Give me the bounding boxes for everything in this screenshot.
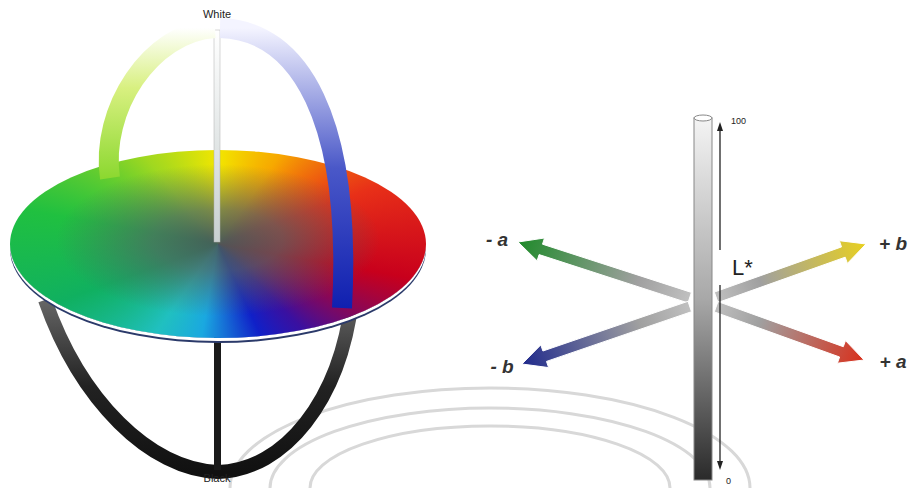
up-arrow [719, 128, 720, 250]
down-arrow [719, 285, 720, 464]
axis-label: + b [879, 233, 907, 255]
lab-axes [518, 115, 866, 480]
white-pole [214, 30, 220, 242]
tube-cap [694, 115, 712, 121]
blue-arc [220, 28, 343, 308]
lightness-tube [694, 118, 712, 480]
axis-label: - b [490, 356, 513, 378]
white-label: White [203, 8, 231, 20]
up-arrowhead [717, 122, 723, 131]
axis-arrow [522, 301, 692, 367]
green-arc [109, 28, 215, 178]
scale-min: 0 [726, 476, 731, 486]
axis-label: + a [880, 351, 907, 373]
down-arrowhead [717, 461, 723, 470]
axis-arrow [518, 238, 691, 303]
black-label: Black [204, 472, 231, 484]
lightness-label: L* [732, 255, 753, 281]
axis-arrow [714, 241, 866, 303]
axis-arrow [714, 302, 864, 364]
watermark-arcs [230, 388, 750, 488]
axis-label: - a [486, 229, 508, 251]
scale-max: 100 [731, 116, 746, 126]
